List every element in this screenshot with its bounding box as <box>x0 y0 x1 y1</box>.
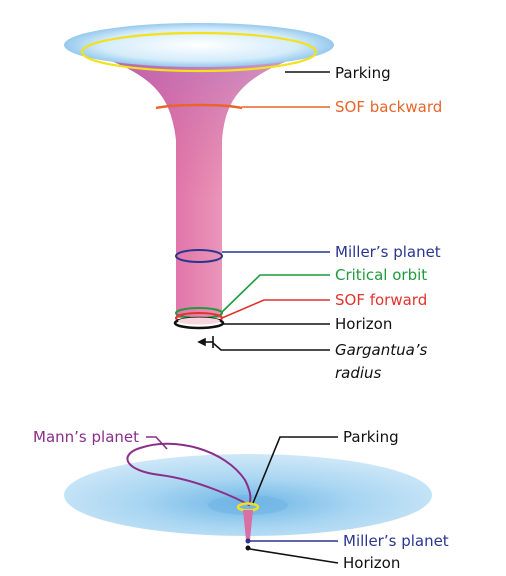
funnel-shading <box>64 45 334 200</box>
label-horizon-bottom: Horizon <box>343 554 400 572</box>
parking-bottom-leader <box>252 436 338 504</box>
millers-planet-dot <box>245 538 251 544</box>
throat-bottom <box>178 317 220 325</box>
label-sof-forward: SOF forward <box>335 291 427 309</box>
horizon-dot <box>245 545 251 551</box>
manns-planet-orbit <box>126 442 252 507</box>
parking-orbit-ring <box>80 31 318 73</box>
label-sof-backward: SOF backward <box>335 98 442 116</box>
critical-orbit-leader <box>221 274 330 313</box>
label-horizon-top: Horizon <box>335 315 392 333</box>
sof-forward-leader <box>221 299 330 319</box>
horizon-bottom-leader <box>249 548 339 564</box>
label-parking-bottom: Parking <box>343 428 399 446</box>
label-manns-planet: Mann’s planet <box>33 428 139 446</box>
label-millers-planet-top: Miller’s planet <box>335 243 441 261</box>
bottom-leader-lines <box>146 436 339 564</box>
label-critical-orbit: Critical orbit <box>335 266 427 284</box>
manns-planet-leader <box>146 436 168 450</box>
funnel-mouth <box>64 23 334 67</box>
sof-backward-ring <box>155 103 243 110</box>
top-funnel <box>64 23 334 330</box>
label-millers-planet-bottom: Miller’s planet <box>343 532 449 550</box>
radius-leader <box>212 342 330 351</box>
top-leader-lines <box>212 71 330 351</box>
throat-stem <box>243 510 253 540</box>
label-parking-top: Parking <box>335 64 391 82</box>
radius-arrow <box>197 336 214 348</box>
label-gargantua-radius-line2: radius <box>335 364 382 382</box>
millers-planet-ring <box>175 249 223 263</box>
bottom-disk <box>64 442 432 551</box>
label-gargantua-radius-line1: Gargantua’s <box>335 341 428 359</box>
